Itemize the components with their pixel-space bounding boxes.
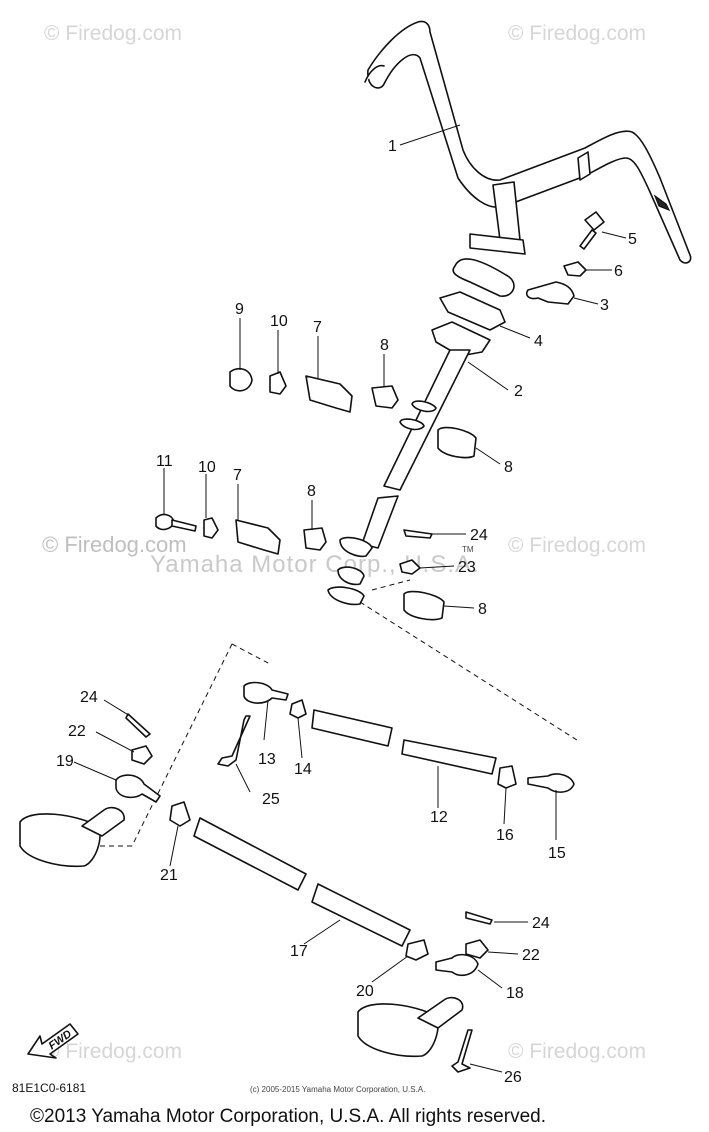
callout-11: 11 (156, 453, 173, 470)
linkage-dashes (96, 579, 581, 847)
callout-22-left: 22 (68, 723, 86, 740)
callout-8-lower-right: 8 (478, 601, 487, 618)
footer-copyright: ©2013 Yamaha Motor Corporation, U.S.A. A… (30, 1106, 546, 1127)
callout-24-upper: 24 (470, 527, 488, 544)
tie-rod-end-13 (243, 681, 289, 704)
callout-15: 15 (548, 845, 566, 862)
callout-5: 5 (628, 231, 637, 248)
callout-25: 25 (262, 791, 280, 808)
cotter-pin-24-right (465, 911, 493, 925)
callout-21: 21 (160, 867, 178, 884)
bushing-8-upper (371, 385, 399, 409)
watermark-bottom-left: © Firedog.com (44, 1040, 182, 1063)
callout-9: 9 (235, 301, 244, 318)
callout-1: 1 (388, 138, 397, 155)
callout-18: 18 (506, 985, 524, 1002)
callout-8-lower-left: 8 (307, 483, 316, 500)
callout-26: 26 (504, 1069, 522, 1086)
upper-bracket-4 (439, 291, 506, 331)
bolt-11 (155, 513, 197, 532)
cotter-pin-24-left (125, 713, 151, 738)
callout-24-right: 24 (532, 915, 550, 932)
tie-rod-end-19 (115, 774, 161, 803)
fine-print: (c) 2005-2015 Yamaha Motor Corporation, … (250, 1085, 425, 1094)
nut-6 (563, 261, 587, 277)
steering-knuckle-left (19, 806, 125, 868)
bracket-7-upper (305, 375, 353, 413)
bolt-5 (579, 211, 605, 250)
callout-8-upper-left: 8 (380, 337, 389, 354)
steering-column-2 (361, 321, 491, 549)
callout-20: 20 (356, 983, 374, 1000)
watermark-middle-right: © Firedog.com (508, 534, 646, 557)
watermark-middle-left: © Firedog.com (42, 532, 187, 557)
callout-3: 3 (600, 297, 609, 314)
watermark-top-right: © Firedog.com (508, 22, 646, 45)
callout-17: 17 (290, 943, 308, 960)
nut-20 (405, 939, 429, 961)
nut-21 (169, 801, 191, 827)
callout-12: 12 (430, 809, 448, 826)
callout-13: 13 (258, 751, 276, 768)
watermark-bottom-right: © Firedog.com (508, 1040, 646, 1063)
rubber-mount-8-right-upper (437, 426, 477, 459)
clip-10-lower (203, 517, 219, 539)
knob-9 (229, 367, 253, 392)
callout-23: 23 (458, 559, 476, 576)
nut-16 (497, 765, 517, 789)
callout-24-left: 24 (80, 689, 98, 706)
watermark-top-left: © Firedog.com (44, 22, 182, 45)
tie-rod-sleeve-17b (311, 883, 411, 947)
nut-22-left (131, 745, 153, 765)
bolt-25 (217, 715, 251, 767)
callout-19: 19 (56, 753, 74, 770)
tie-rod-end-15 (527, 773, 575, 793)
callout-16: 16 (496, 827, 514, 844)
steering-knuckle-right (357, 996, 464, 1058)
callout-14: 14 (294, 761, 312, 778)
callout-10-lower: 10 (198, 459, 216, 476)
handlebar (364, 20, 692, 297)
callout-6: 6 (614, 263, 623, 280)
callout-4: 4 (534, 333, 543, 350)
tie-rod-end-18 (435, 953, 479, 977)
rubber-mount-8-right-lower (403, 590, 445, 621)
bolt-26 (451, 1029, 473, 1073)
tie-rod-sleeve-17 (193, 817, 307, 891)
callout-10-upper: 10 (270, 313, 288, 330)
callout-7-lower: 7 (233, 467, 242, 484)
callout-22-right: 22 (522, 947, 540, 964)
column-collars (327, 536, 373, 606)
nut-14 (289, 699, 307, 719)
bracket-7-lower (235, 519, 281, 555)
tie-rod-sleeve-upper (311, 709, 393, 747)
holder-3 (525, 281, 575, 305)
callout-2: 2 (514, 383, 523, 400)
diagram-code: 81E1C0-6181 (12, 1081, 86, 1095)
callout-8-upper-right: 8 (504, 459, 513, 476)
bushing-8-lower (303, 527, 327, 551)
cotter-pin-24-upper (403, 529, 433, 539)
callout-7-upper: 7 (313, 319, 322, 336)
clip-10-upper (269, 371, 287, 395)
callout-numbers: 1 5 6 3 4 2 9 10 7 8 8 11 10 7 8 24 23 8… (56, 138, 637, 1086)
nut-22-right (465, 939, 489, 959)
watermark-center-brand: Yamaha Motor Corp., U.S.A. (150, 551, 480, 578)
watermark-tm: TM (462, 545, 474, 554)
nut-23 (399, 559, 421, 575)
leader-lines (73, 124, 627, 1073)
tie-rod-12 (401, 739, 497, 775)
